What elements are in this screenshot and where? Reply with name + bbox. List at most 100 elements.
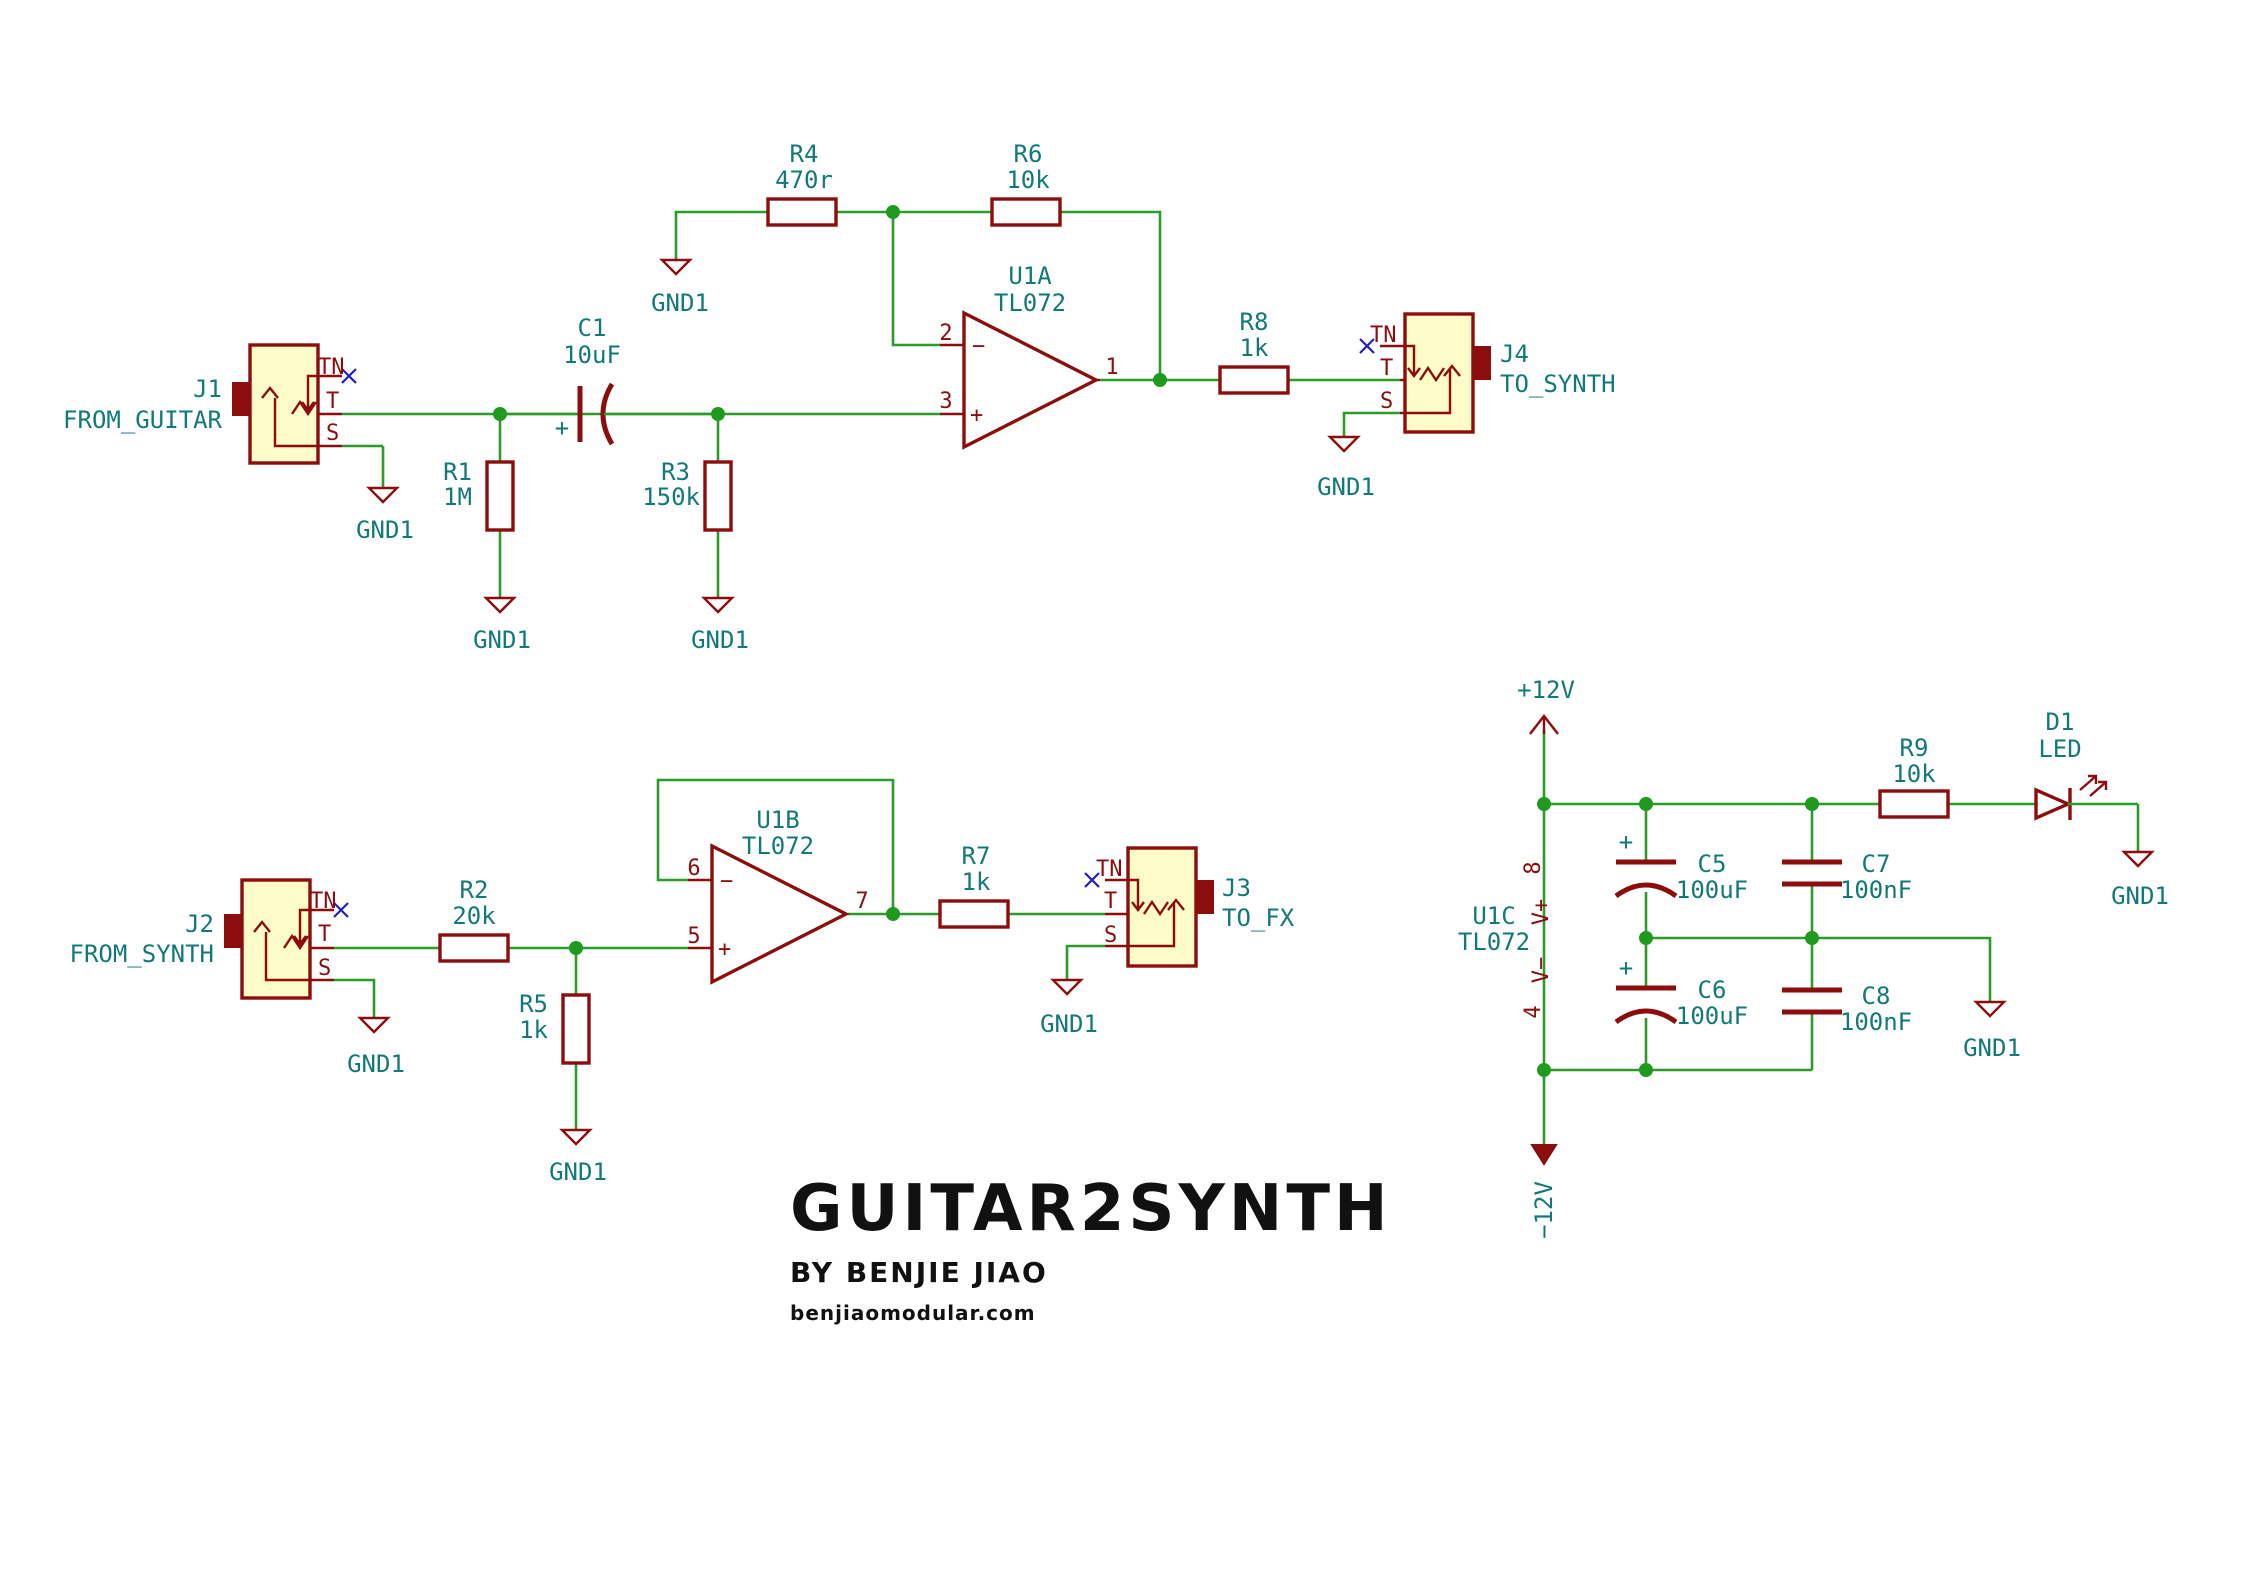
value-label: FROM_GUITAR bbox=[63, 406, 222, 434]
resistor-r8: R8 1k bbox=[1218, 308, 1290, 395]
value-label: 10k bbox=[1892, 760, 1936, 788]
jack-j4: TN T S J4 TO_SYNTH bbox=[1359, 312, 1616, 434]
jack-j1: TN T S J1 FROM_GUITAR bbox=[63, 343, 357, 465]
resistor-r3: R3 150k bbox=[642, 458, 733, 532]
pin-number: 7 bbox=[855, 889, 868, 914]
pin-number: 5 bbox=[687, 924, 700, 949]
polarity-mark: + bbox=[555, 414, 569, 442]
pin-number: 8 bbox=[1521, 861, 1546, 874]
value-label: TO_SYNTH bbox=[1500, 370, 1616, 398]
ground-label: GND1 bbox=[347, 1050, 405, 1078]
ground-label: GND1 bbox=[691, 626, 749, 654]
value-label: 470r bbox=[775, 166, 833, 194]
junction-dot bbox=[1805, 797, 1819, 811]
value-label: 1M bbox=[443, 483, 472, 511]
junction-dot bbox=[1537, 797, 1551, 811]
value-label: FROM_SYNTH bbox=[70, 940, 215, 968]
ref-label: R2 bbox=[460, 876, 489, 904]
ground-label: GND1 bbox=[549, 1158, 607, 1186]
ground-label: GND1 bbox=[1040, 1010, 1098, 1038]
polarity-mark: + bbox=[1619, 954, 1633, 982]
resistor-r2: R2 20k bbox=[438, 876, 510, 963]
wire bbox=[1646, 936, 1992, 1002]
wire bbox=[656, 778, 895, 914]
synth-buffer-stage: TN T S J2 FROM_SYNTH GND1 R2 20k R5 1k G… bbox=[70, 778, 1295, 1186]
junction-dot bbox=[1639, 1063, 1653, 1077]
junction-dot bbox=[711, 407, 725, 421]
ref-label: R4 bbox=[790, 140, 819, 168]
ground-symbol: GND1 bbox=[1040, 978, 1098, 1038]
opamp-u1b: − + 6 5 7 U1B TL072 bbox=[687, 806, 869, 985]
resistor-r7: R7 1k bbox=[938, 842, 1010, 929]
pin-label-s: S bbox=[318, 956, 331, 981]
pin-label-s: S bbox=[326, 421, 339, 446]
wire bbox=[1060, 210, 1162, 380]
ref-label: C1 bbox=[578, 314, 607, 342]
pin-number: 2 bbox=[939, 321, 952, 346]
wire bbox=[891, 212, 940, 347]
ref-label: R1 bbox=[443, 458, 472, 486]
resistor-r1: R1 1M bbox=[443, 458, 515, 532]
pin-label-tn: TN bbox=[310, 889, 337, 914]
value-label: TL072 bbox=[1458, 928, 1530, 956]
website-text: benjiaomodular.com bbox=[790, 1301, 1036, 1325]
wire bbox=[334, 978, 376, 1018]
ref-label: U1B bbox=[756, 806, 799, 834]
value-label: 100nF bbox=[1840, 1008, 1912, 1036]
value-label: 10k bbox=[1006, 166, 1050, 194]
pin-label-t: T bbox=[326, 389, 339, 414]
pin-sign-inv: − bbox=[720, 869, 733, 894]
schematic-title: GUITAR2SYNTH bbox=[790, 1172, 1392, 1246]
wire bbox=[1342, 411, 1400, 437]
pin-label-tn: TN bbox=[1096, 857, 1123, 882]
pin-name-vplus: V+ bbox=[1529, 899, 1554, 926]
resistor-r9: R9 10k bbox=[1878, 734, 1950, 819]
resistor-r4: R4 470r bbox=[766, 140, 838, 227]
ref-label: D1 bbox=[2046, 708, 2075, 736]
ground-symbol: GND1 bbox=[356, 486, 414, 544]
ref-label: J4 bbox=[1500, 340, 1529, 368]
ground-label: GND1 bbox=[473, 626, 531, 654]
wire bbox=[1065, 944, 1105, 980]
ground-symbol: GND1 bbox=[549, 1128, 607, 1186]
pin-label-s: S bbox=[1380, 389, 1393, 414]
pin-number: 4 bbox=[1521, 1005, 1546, 1018]
capacitor-c5: + C5 100uF bbox=[1614, 828, 1748, 904]
jack-j2: TN T S J2 FROM_SYNTH bbox=[70, 878, 349, 1000]
value-label: 1k bbox=[519, 1016, 548, 1044]
led-d1: D1 LED bbox=[2034, 708, 2108, 821]
ground-label: GND1 bbox=[1963, 1034, 2021, 1062]
ground-label: GND1 bbox=[2111, 882, 2169, 910]
value-label: LED bbox=[2038, 735, 2081, 763]
junction-dot bbox=[886, 907, 900, 921]
ref-label: U1C bbox=[1472, 902, 1515, 930]
pin-label-tn: TN bbox=[318, 355, 345, 380]
ground-symbol: GND1 bbox=[1963, 1000, 2021, 1062]
capacitor-c7: C7 100nF bbox=[1782, 850, 1912, 904]
ref-label: C5 bbox=[1698, 850, 1727, 878]
value-label: 100nF bbox=[1840, 876, 1912, 904]
power-label: −12V bbox=[1530, 1181, 1558, 1239]
capacitor-c8: C8 100nF bbox=[1782, 982, 1912, 1036]
ref-label: C6 bbox=[1698, 976, 1727, 1004]
resistor-r6: R6 10k bbox=[990, 140, 1062, 227]
power-flag-negative: −12V bbox=[1530, 1144, 1558, 1239]
pin-sign-noninv: + bbox=[970, 403, 983, 428]
power-flag-positive: +12V bbox=[1517, 676, 1575, 735]
opamp-u1a: − + 2 3 1 U1A TL072 bbox=[939, 262, 1119, 450]
author-byline: BY BENJIE JIAO bbox=[790, 1256, 1048, 1289]
ground-symbol: GND1 bbox=[691, 596, 749, 654]
value-label: 100uF bbox=[1676, 1002, 1748, 1030]
guitar-input-stage: TN T S J1 FROM_GUITAR GND1 R1 1M GND1 + bbox=[63, 140, 1616, 654]
value-label: 1k bbox=[962, 868, 991, 896]
junction-dot bbox=[1537, 1063, 1551, 1077]
value-label: 1k bbox=[1240, 334, 1269, 362]
ground-label: GND1 bbox=[651, 289, 709, 317]
pin-label-s: S bbox=[1104, 923, 1117, 948]
ref-label: C8 bbox=[1862, 982, 1891, 1010]
ref-label: R8 bbox=[1240, 308, 1269, 336]
ref-label: R3 bbox=[661, 458, 690, 486]
value-label: TO_FX bbox=[1222, 904, 1295, 932]
title-block: GUITAR2SYNTH BY BENJIE JIAO benjiaomodul… bbox=[790, 1172, 1392, 1325]
junction-dot bbox=[1153, 373, 1167, 387]
